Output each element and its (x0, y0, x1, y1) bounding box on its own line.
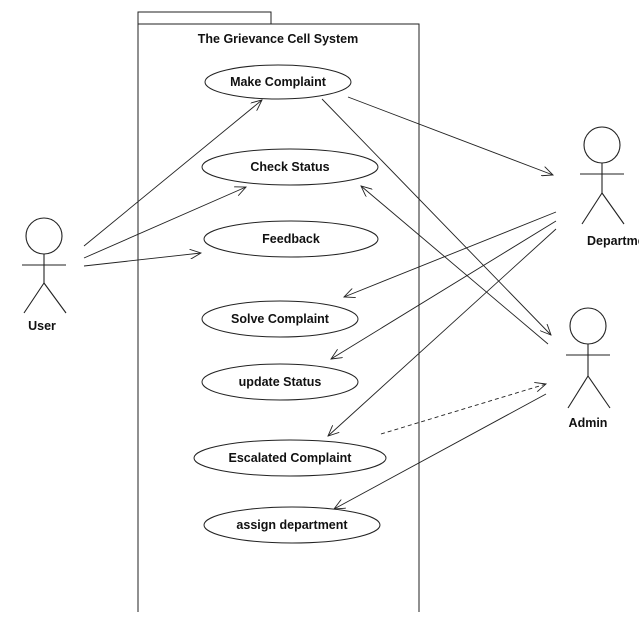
actor-label: User (28, 319, 56, 333)
use-case-assign-department[interactable]: assign department (203, 506, 381, 544)
use-case-feedback[interactable]: Feedback (203, 220, 379, 258)
actor-right-leg (43, 282, 67, 314)
actor-user[interactable]: User (22, 217, 67, 333)
connector-department-to-escalated-complaint (328, 228, 557, 436)
actor-left-leg (23, 282, 45, 314)
actor-admin[interactable]: Admin (566, 307, 611, 430)
connector-user-to-feedback (83, 253, 201, 267)
use-case-label: assign department (236, 518, 348, 532)
use-case-ellipse (201, 148, 379, 186)
use-case-ellipse (201, 363, 359, 401)
use-case-ellipse (203, 506, 381, 544)
use-case-escalated-complaint[interactable]: Escalated Complaint (193, 439, 387, 477)
actor-label: Departmen (587, 234, 639, 248)
connector-escalated-complaint-to-admin (380, 384, 546, 435)
use-case-make-complaint[interactable]: Make Complaint (204, 64, 352, 100)
package-tab (137, 11, 272, 25)
connector-department-to-update-status (331, 220, 557, 359)
connector-admin-to-assign-department (334, 393, 547, 509)
actor-head (25, 217, 63, 255)
use-case-ellipse (203, 220, 379, 258)
actor-head (569, 307, 607, 345)
use-case-label: update Status (239, 375, 322, 389)
connection-lines (83, 96, 557, 509)
connector-user-to-make-complaint (83, 100, 262, 247)
use-case-check-status[interactable]: Check Status (201, 148, 379, 186)
use-case-label: Escalated Complaint (229, 451, 353, 465)
use-case-ellipse (204, 64, 352, 100)
use-case-label: Feedback (262, 232, 320, 246)
actor-head (583, 126, 621, 164)
use-case-label: Make Complaint (230, 75, 327, 89)
actor-left-leg (567, 375, 589, 409)
connector-make-complaint-to-admin (321, 98, 551, 335)
connector-department-to-solve-complaint (344, 211, 557, 297)
use-case-ellipse (201, 300, 359, 338)
actor-label: Admin (569, 416, 608, 430)
use-case-label: Check Status (250, 160, 329, 174)
use-cases: Make Complaint Check Status Feedback Sol… (193, 64, 387, 544)
connector-make-complaint-to-department (347, 96, 553, 175)
connector-admin-to-check-status (361, 186, 549, 345)
connector-user-to-check-status (83, 187, 246, 259)
use-case-label: Solve Complaint (231, 312, 330, 326)
actor-right-leg (587, 375, 611, 409)
actor-left-leg (581, 192, 603, 225)
use-case-update-status[interactable]: update Status (201, 363, 359, 401)
actor-department[interactable]: Departmen (580, 126, 639, 248)
use-case-ellipse (193, 439, 387, 477)
use-case-solve-complaint[interactable]: Solve Complaint (201, 300, 359, 338)
actor-right-leg (601, 192, 625, 225)
system-title: The Grievance Cell System (198, 32, 359, 46)
